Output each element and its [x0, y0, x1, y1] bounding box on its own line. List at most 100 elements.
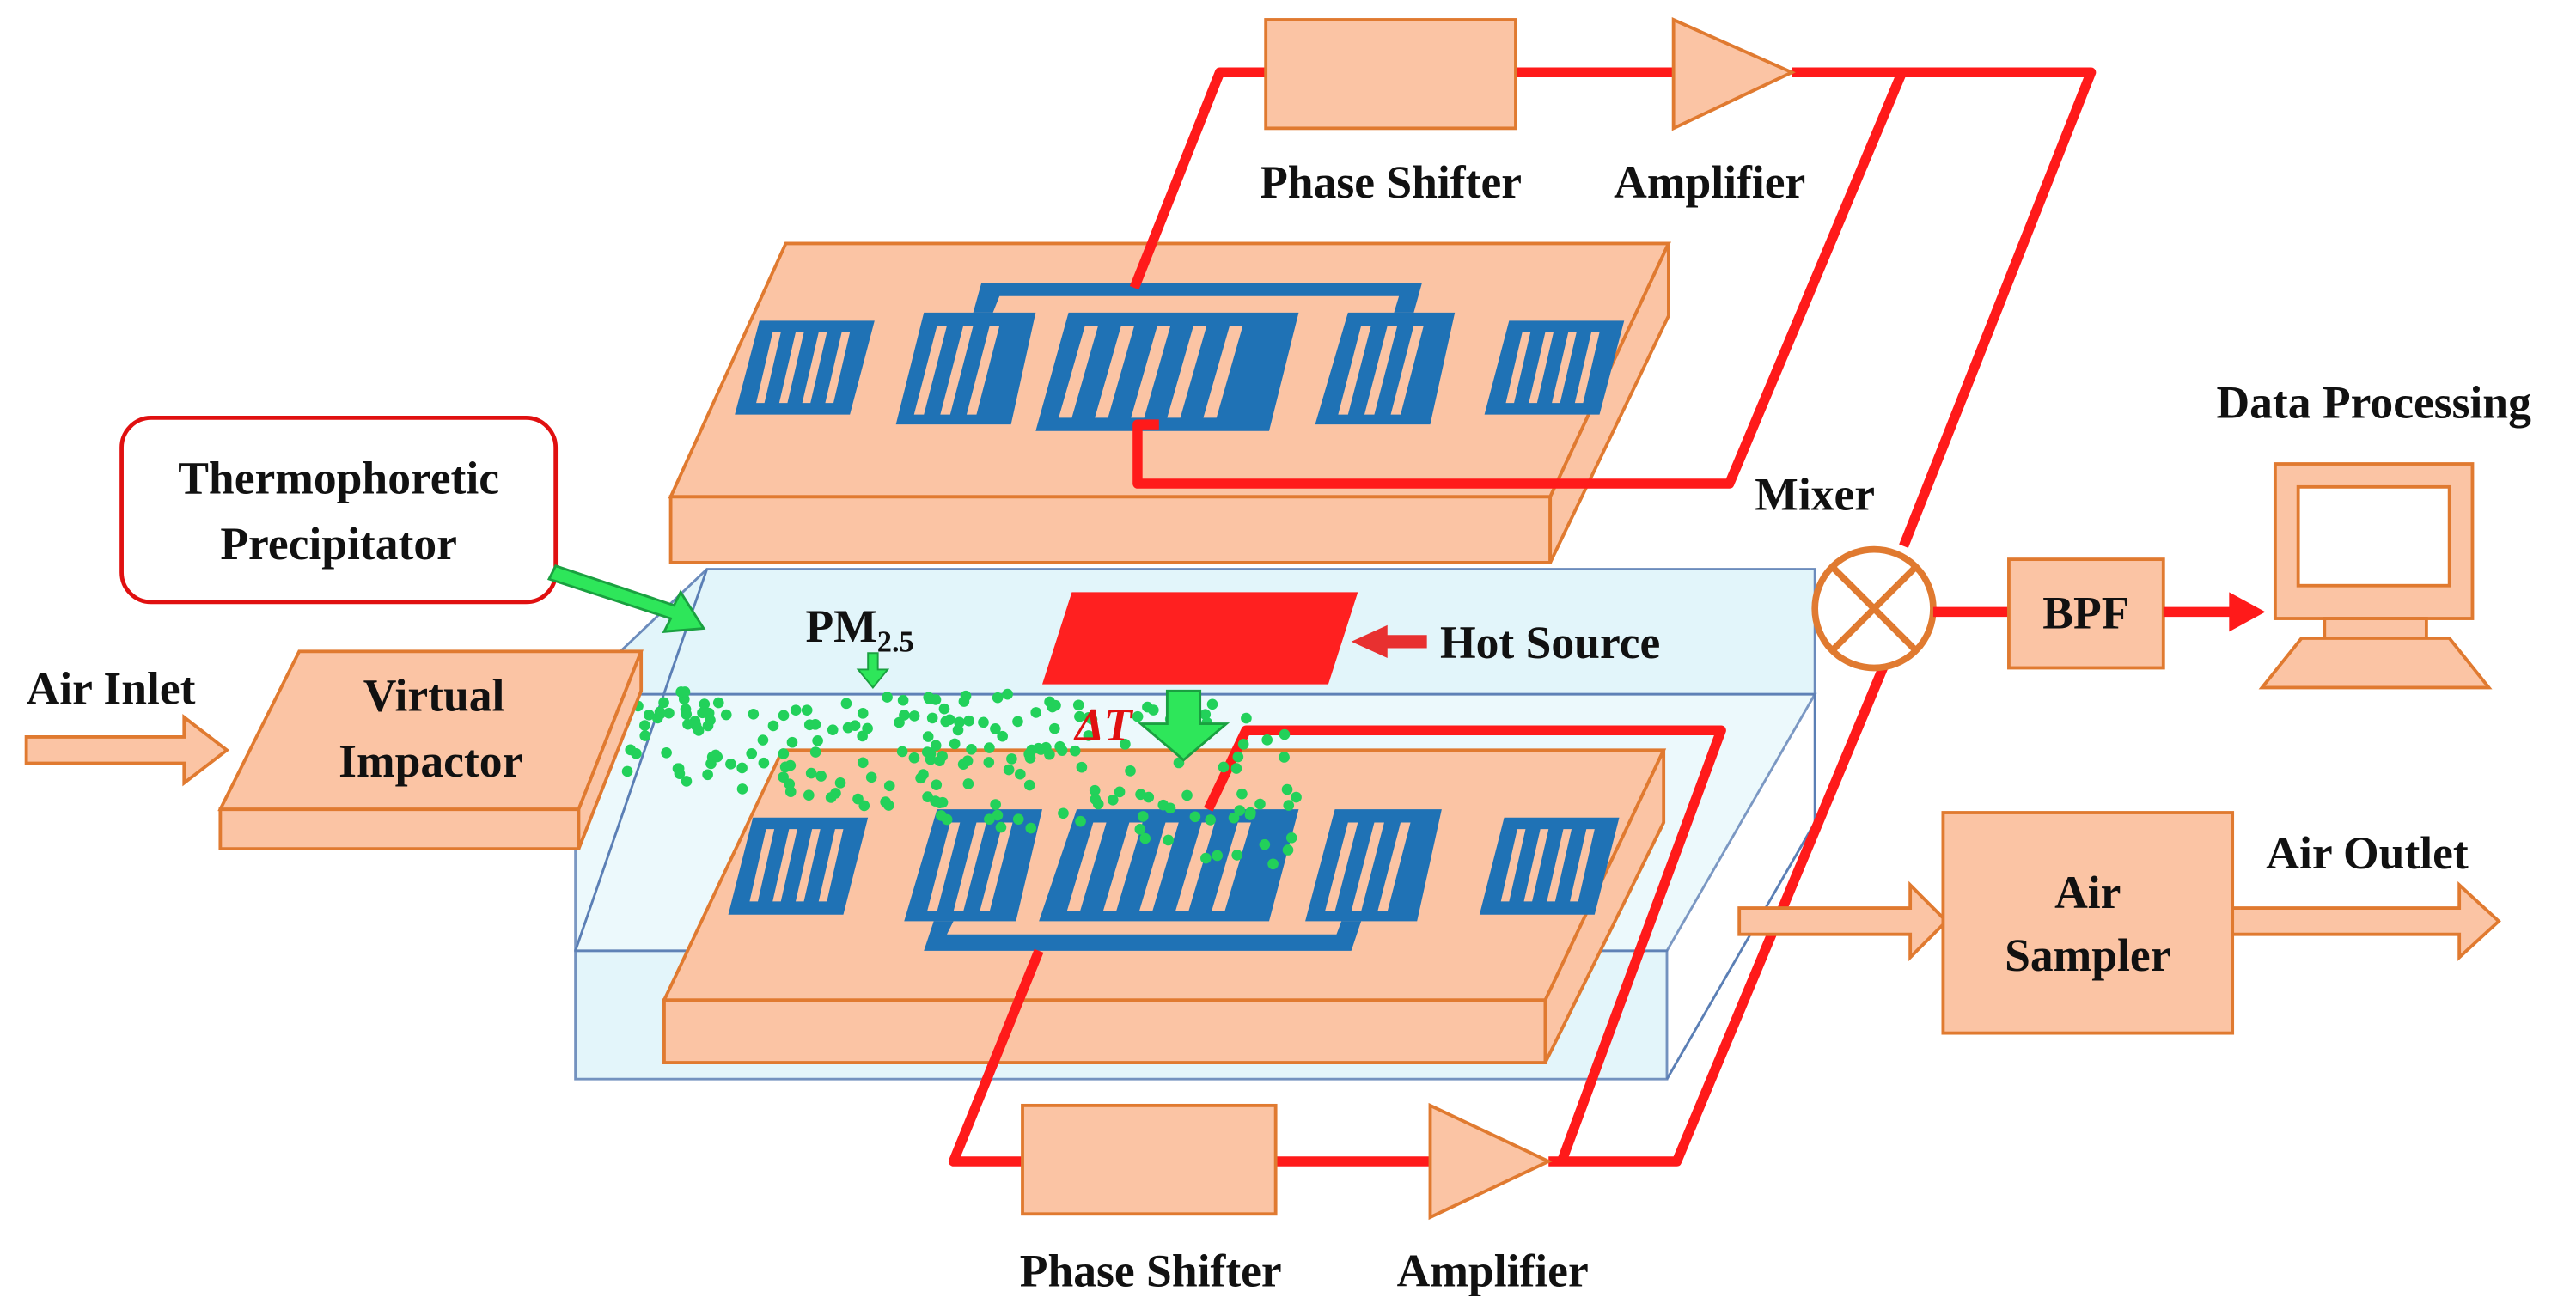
- pm-particle: [908, 710, 920, 722]
- pm-particle: [621, 765, 633, 777]
- pm-particle: [1056, 745, 1068, 756]
- air-outlet: Air Outlet: [2231, 827, 2501, 961]
- top-electrode-bus-bar: [973, 283, 1422, 313]
- pm-particle: [834, 777, 846, 789]
- pm-particle: [883, 780, 895, 792]
- air-sampler-line2: Sampler: [2005, 929, 2170, 981]
- pm-particle: [1044, 748, 1055, 760]
- pm-particle: [937, 796, 949, 808]
- pm-particle: [1024, 752, 1036, 764]
- pm-particle: [1147, 704, 1159, 716]
- pm-particle: [1025, 822, 1037, 834]
- pm-particle: [1244, 809, 1256, 820]
- pm-particle: [682, 718, 693, 730]
- pm-particle: [962, 778, 974, 789]
- pm-particle: [778, 771, 789, 783]
- pm-particle: [949, 738, 961, 750]
- data-processing-label: Data Processing: [2216, 376, 2531, 428]
- pm-particle: [862, 722, 873, 734]
- pm-particle: [894, 716, 905, 728]
- pm-particle: [790, 704, 802, 716]
- pm-particle: [1132, 710, 1144, 722]
- pm-particle: [1279, 752, 1290, 763]
- pm-particle: [1234, 805, 1246, 816]
- pm-particle: [639, 730, 651, 741]
- pm-particle: [915, 772, 926, 784]
- bottom-wire-left: [948, 948, 1044, 1167]
- pm25-label-group: PM2.5: [805, 600, 914, 689]
- bottom-electrode-reflector-left: [728, 817, 869, 915]
- top-electrode-reflector-right: [1484, 320, 1625, 415]
- pm-particle: [712, 697, 724, 709]
- callout-arrow: [546, 564, 706, 634]
- pm-particle: [995, 821, 1007, 833]
- bottom-substrate-front-face: [662, 998, 1547, 1065]
- pm-particle: [1281, 783, 1293, 795]
- air-outlet-arrow: [2231, 880, 2501, 961]
- pm-particle: [702, 769, 713, 781]
- bpf: BPF: [2007, 557, 2165, 670]
- pm-particle: [720, 709, 732, 721]
- top-substrate-front-face: [668, 495, 1553, 564]
- pm-particle: [931, 779, 943, 790]
- pm-particle: [938, 703, 950, 715]
- top-electrode-idt-right: [1315, 312, 1456, 425]
- pm-particle: [1291, 791, 1302, 803]
- pm-particle: [1173, 757, 1185, 769]
- pm-particle: [1023, 779, 1035, 791]
- pm-particle: [1012, 813, 1024, 825]
- pm-particle: [1090, 794, 1102, 805]
- pm-particle: [924, 693, 935, 704]
- pm-particle: [840, 698, 852, 710]
- pm-particle: [1279, 728, 1291, 740]
- pm-particle: [1137, 811, 1149, 822]
- chamber-edge-left: [574, 569, 709, 952]
- monitor-screen: [2296, 484, 2451, 588]
- pm-particle: [1114, 786, 1126, 798]
- pm-particle: [984, 813, 995, 825]
- virtual-impactor-side-face: [577, 650, 644, 850]
- pm-particle: [690, 720, 702, 732]
- pm-particle: [746, 747, 758, 759]
- pm-particle: [639, 720, 650, 731]
- pm-particle: [710, 749, 722, 761]
- pm-particle: [978, 716, 989, 728]
- pm-particle: [930, 740, 942, 752]
- pm-particle: [984, 742, 995, 753]
- pm-particle: [908, 752, 920, 764]
- pm-particle: [778, 710, 790, 722]
- pm-particle: [778, 748, 790, 759]
- pm-particle: [1231, 850, 1243, 861]
- bottom-phase-shifter-label: Phase Shifter: [1020, 1246, 1282, 1297]
- pm-particle: [1254, 798, 1266, 810]
- pm-particle: [857, 730, 868, 742]
- top-phase-shifter-label: Phase Shifter: [1260, 156, 1522, 208]
- pm-particle: [897, 694, 909, 706]
- pm-particle: [1228, 812, 1240, 824]
- pm-particle: [1086, 714, 1098, 725]
- pm-particle: [1285, 832, 1297, 844]
- pm-particle: [803, 789, 815, 801]
- pm-particle: [882, 692, 893, 703]
- pm-particle: [997, 730, 1008, 742]
- pm-particle: [758, 757, 770, 769]
- pm-particle: [815, 771, 827, 782]
- pm-particle: [1236, 788, 1248, 800]
- pm-particle: [1002, 688, 1013, 700]
- monitor-stand: [2323, 617, 2428, 640]
- data-processing-computer: Data Processing: [2216, 376, 2531, 690]
- pm-particle: [1282, 844, 1294, 856]
- top-wire-right: [1132, 67, 1908, 489]
- pm-particle: [1199, 709, 1212, 721]
- pm-particle: [1189, 811, 1201, 823]
- pm-particle: [1181, 789, 1193, 801]
- pm-particle: [926, 712, 938, 724]
- bpf-label: BPF: [2042, 588, 2129, 639]
- pm-particle: [1139, 832, 1151, 844]
- bottom-wire-right: [1548, 616, 1908, 1167]
- pm-particle: [801, 704, 813, 716]
- chamber-to-sampler-arrow: [1737, 880, 1949, 962]
- pm-particle: [858, 800, 870, 812]
- virtual-impactor: Virtual Impactor: [217, 649, 644, 851]
- pm-particle: [1006, 753, 1017, 765]
